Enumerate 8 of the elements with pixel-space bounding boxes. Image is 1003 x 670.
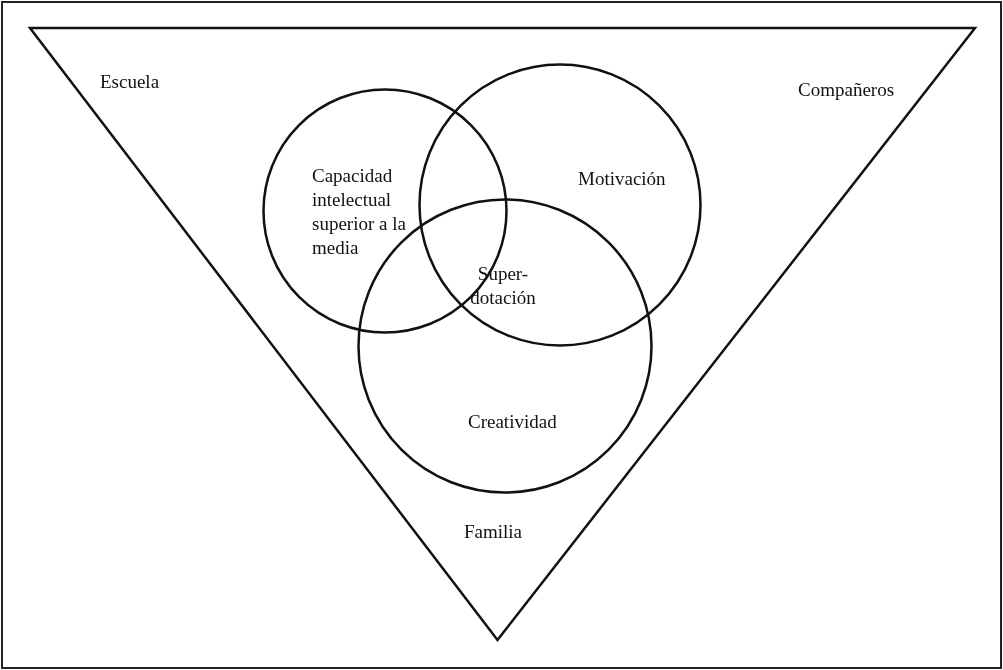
corner-label: Escuela — [100, 70, 161, 94]
circle-label: Motivación — [578, 167, 667, 191]
corner-label: Compañeros — [798, 78, 896, 102]
circle-label: Capacidad intelectual superior a la media — [312, 164, 407, 260]
circle-label: Creatividad — [468, 410, 558, 434]
triangle-region — [28, 26, 977, 642]
circle-region — [418, 63, 702, 347]
corner-label: Familia — [464, 520, 524, 544]
